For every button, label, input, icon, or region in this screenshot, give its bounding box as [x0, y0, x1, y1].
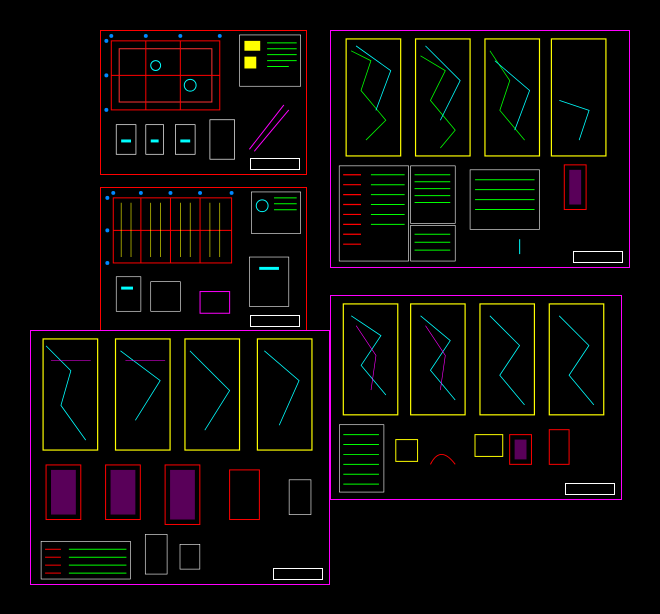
installations-sheet-water-drawing	[338, 38, 607, 262]
installations-sheet-electric-drawing	[40, 338, 313, 580]
installations-sheet-sanitary-drawing	[339, 303, 605, 493]
title-block	[573, 251, 623, 263]
structural-sheet-1	[100, 30, 307, 175]
structural-sheet-2-drawing	[105, 190, 301, 314]
installations-sheet-sanitary	[330, 295, 622, 500]
structural-sheet-2	[100, 187, 307, 332]
title-block	[273, 568, 323, 580]
structural-sheet-1-drawing	[104, 33, 301, 160]
title-block	[250, 315, 300, 327]
installations-sheet-electric	[30, 330, 330, 585]
title-block	[250, 158, 300, 170]
installations-sheet-water	[330, 30, 630, 268]
title-block	[565, 483, 615, 495]
